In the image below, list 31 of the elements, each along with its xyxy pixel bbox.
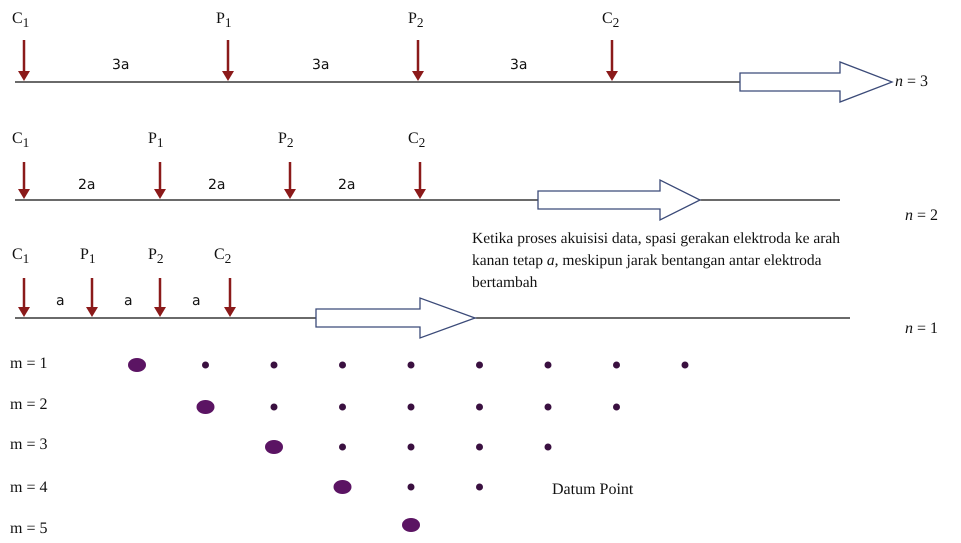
- electrode-label: C$_{1}$: [12, 130, 30, 152]
- electrode-label: P$_{2}$: [278, 130, 294, 152]
- depth-level-label: m = 3: [10, 436, 48, 454]
- electrode-label: P$_{2}$: [148, 246, 164, 268]
- depth-level-label: m = 5: [10, 520, 48, 538]
- spacing-label: 2a: [78, 176, 96, 194]
- electrode-label: P$_{1}$: [216, 10, 232, 32]
- note-text: Ketika proses akuisisi data, spasi gerakan elektroda ke arah kanan tetap a, meskipun jarak bentangan antar elektroda bertambah: [472, 229, 841, 293]
- spacing-label: 2a: [338, 176, 356, 194]
- depth-level-label: m = 2: [10, 396, 48, 414]
- electrode-label: P$_{2}$: [408, 10, 424, 32]
- level-label: n = 3: [895, 73, 928, 91]
- electrode-label: C$_{1}$: [12, 10, 30, 32]
- spacing-label: a: [192, 292, 201, 310]
- electrode-label: C$_{2}$: [408, 130, 426, 152]
- datum-label: Datum Point: [552, 481, 634, 499]
- level-label: n = 2: [905, 207, 938, 225]
- electrode-label: C$_{1}$: [12, 246, 30, 268]
- spacing-label: 3a: [510, 56, 528, 74]
- spacing-label: 3a: [112, 56, 130, 74]
- spacing-label: a: [56, 292, 65, 310]
- electrode-label: P$_{1}$: [80, 246, 96, 268]
- depth-level-label: m = 4: [10, 479, 48, 497]
- depth-level-label: m = 1: [10, 355, 48, 373]
- spacing-label: a: [124, 292, 133, 310]
- level-label: n = 1: [905, 320, 938, 338]
- electrode-label: P$_{1}$: [148, 130, 164, 152]
- spacing-label: 3a: [312, 56, 330, 74]
- electrode-label: C$_{2}$: [214, 246, 232, 268]
- spacing-label: 2a: [208, 176, 226, 194]
- electrode-label: C$_{2}$: [602, 10, 620, 32]
